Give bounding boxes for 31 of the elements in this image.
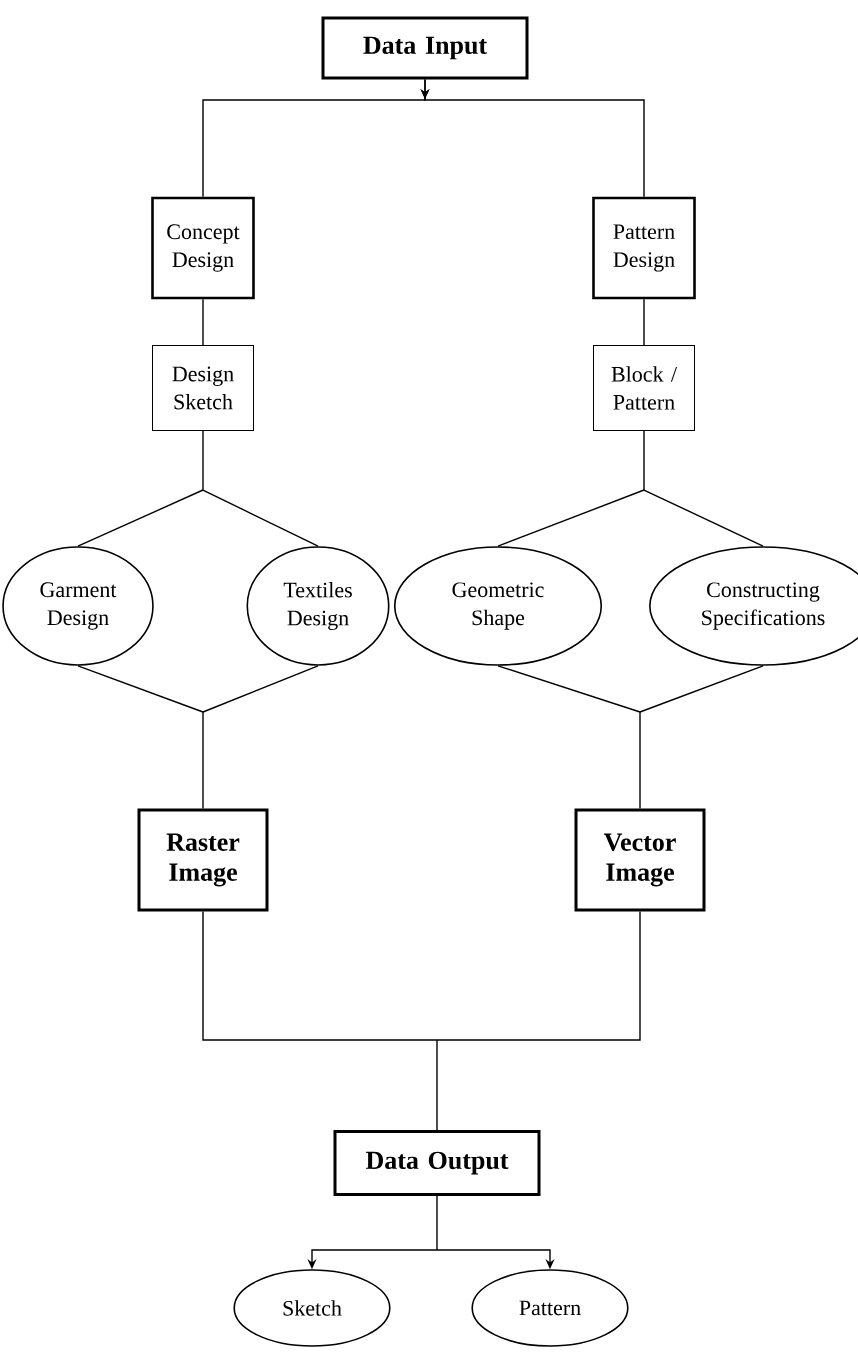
process-box: Vector Image xyxy=(574,808,706,912)
connector xyxy=(202,430,204,491)
connector xyxy=(202,489,319,547)
oval-node: Geometric Shape xyxy=(393,546,603,666)
connector xyxy=(639,665,764,713)
connector xyxy=(436,1039,438,1131)
process-box: Raster Image xyxy=(137,808,269,912)
connector xyxy=(202,665,319,713)
process-box: Data Input xyxy=(321,16,529,80)
process-box: Block / Pattern xyxy=(593,345,695,431)
connector xyxy=(639,711,641,810)
connector xyxy=(77,665,204,713)
connector xyxy=(497,665,641,713)
process-box: Data Output xyxy=(333,1130,541,1196)
connector xyxy=(77,489,204,547)
process-box: Design Sketch xyxy=(152,345,254,431)
oval-node: Pattern xyxy=(471,1269,629,1347)
oval-node: Sketch xyxy=(233,1269,391,1347)
process-box: Pattern Design xyxy=(592,196,696,300)
oval-node: Textiles Design xyxy=(246,546,390,666)
oval-node: Garment Design xyxy=(2,546,154,666)
connector xyxy=(643,430,645,491)
connector xyxy=(643,298,645,346)
connector xyxy=(436,1195,438,1251)
connector xyxy=(643,489,764,547)
connector xyxy=(497,489,645,547)
connector xyxy=(202,711,204,810)
process-box: Concept Design xyxy=(151,196,255,300)
connector xyxy=(202,910,438,1041)
connector xyxy=(436,910,641,1041)
connector xyxy=(202,298,204,346)
